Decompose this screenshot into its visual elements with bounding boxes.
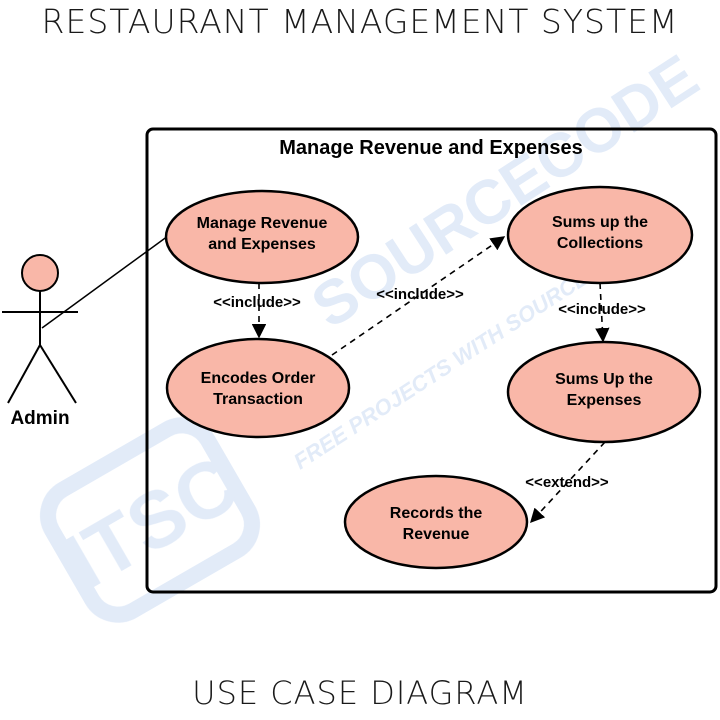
actor-label: Admin [10, 408, 69, 429]
relation-uc4-uc5 [530, 441, 606, 524]
relation-label-uc2-uc3: <<include>> [376, 286, 464, 303]
use-case-encodes-order[interactable]: Encodes Order Transaction [165, 337, 351, 439]
use-case-sums-collections[interactable]: Sums up the Collections [506, 185, 694, 285]
watermark-logo-text: ITSC [50, 438, 252, 606]
actor-head [21, 254, 59, 292]
system-title: Manage Revenue and Expenses [279, 137, 582, 159]
use-case-records-revenue[interactable]: Records the Revenue [343, 474, 529, 570]
use-case-label: Manage Revenue [197, 215, 328, 232]
use-case-label: Records the [390, 505, 483, 522]
page-title: RESTAURANT MANAGEMENT SYSTEM [41, 2, 679, 41]
system-boundary [145, 127, 718, 594]
use-case-label: Expenses [567, 392, 642, 409]
use-case-label: Encodes Order [201, 370, 316, 387]
relation-label-uc1-uc2: <<include>> [213, 294, 301, 311]
use-case-label: Sums up the [552, 214, 648, 231]
use-case-label: Sums Up the [555, 371, 653, 388]
watermark-brand: SOURCECODE [300, 42, 710, 342]
association-line [41, 235, 169, 329]
use-case-sums-expenses[interactable]: Sums Up the Expenses [506, 340, 702, 444]
use-case-manage-revenue[interactable]: Manage Revenue and Expenses [164, 189, 360, 285]
relation-uc3-uc4 [595, 282, 610, 343]
actor-admin[interactable]: Admin [2, 254, 78, 429]
page-footer: USE CASE DIAGRAM [192, 674, 528, 712]
relation-label-uc3-uc4: <<include>> [558, 301, 646, 318]
use-case-label: and Expenses [208, 236, 316, 253]
use-case-label: Collections [557, 235, 643, 252]
relation-uc2-uc3 [331, 236, 506, 356]
relation-label-uc4-uc5: <<extend>> [525, 474, 609, 491]
use-case-label: Transaction [213, 391, 303, 408]
use-case-label: Revenue [403, 526, 470, 543]
